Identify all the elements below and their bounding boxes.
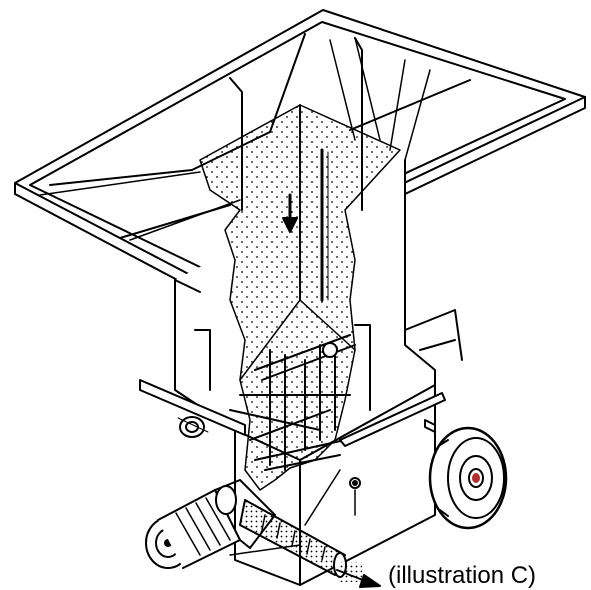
- motor: [145, 479, 276, 569]
- discharge-spray: [340, 562, 362, 582]
- cutaway-interior: [199, 104, 401, 491]
- frame-rails: [139, 309, 463, 447]
- adjustment-knob: [349, 477, 361, 516]
- flow-arrow-down: [282, 193, 298, 233]
- agitator-shaft: [229, 334, 356, 471]
- illustration-caption: (illustration C): [388, 562, 536, 589]
- wheel: [428, 426, 508, 530]
- mounting-knob: [177, 416, 209, 438]
